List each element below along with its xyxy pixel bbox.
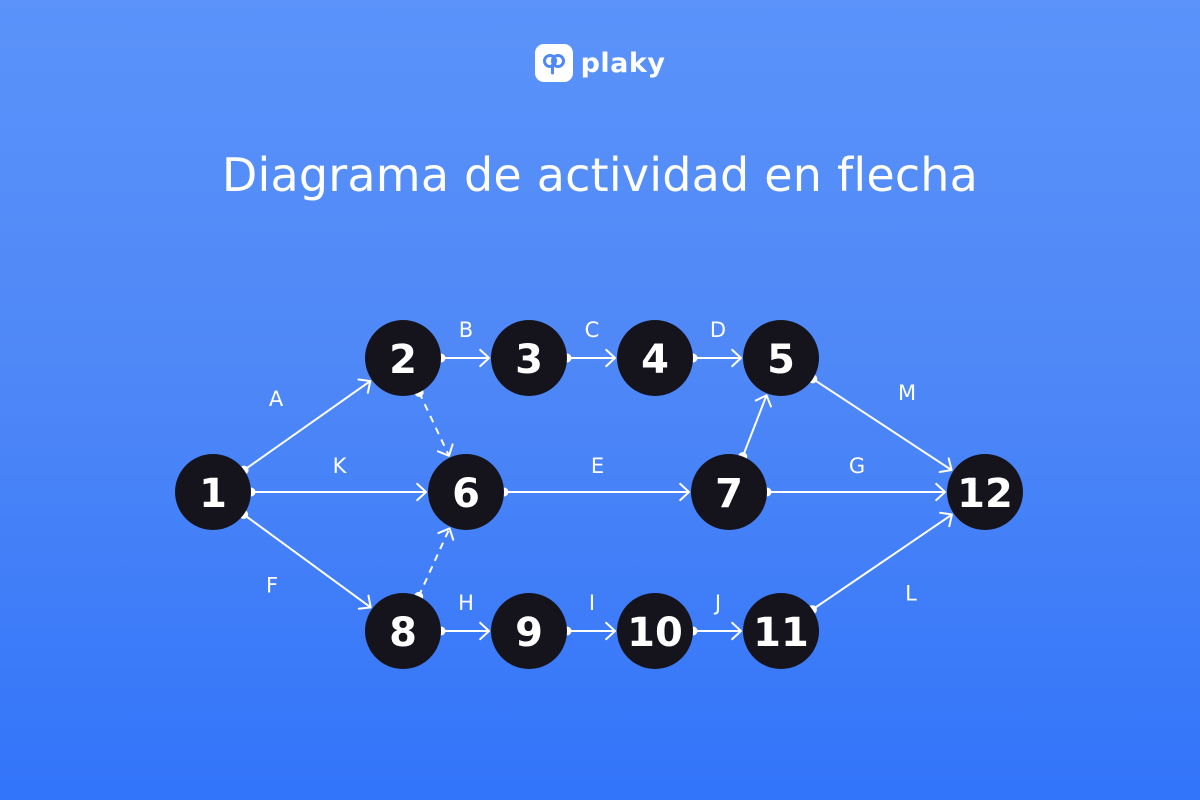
brand: plaky bbox=[0, 44, 1200, 82]
edge-5-12: M bbox=[808, 374, 953, 474]
edge-label: K bbox=[333, 454, 348, 478]
edge-8-6 bbox=[414, 527, 455, 601]
node-3: 3 bbox=[491, 320, 567, 396]
edge-label: F bbox=[266, 574, 278, 598]
page-title: Diagrama de actividad en flecha bbox=[221, 148, 979, 202]
edge-label: A bbox=[269, 387, 284, 411]
edge-label: H bbox=[458, 591, 474, 615]
edge-4-5: D bbox=[688, 318, 742, 368]
arrowhead-icon bbox=[935, 482, 946, 502]
arrowhead-icon bbox=[939, 511, 953, 528]
arrowhead-icon bbox=[938, 457, 953, 474]
node-label: 4 bbox=[641, 337, 669, 383]
arrowhead-icon bbox=[357, 594, 372, 610]
brand-name: plaky bbox=[580, 47, 666, 79]
node-label: 6 bbox=[452, 471, 480, 517]
node-1: 1 bbox=[175, 454, 251, 530]
edge-9-10: I bbox=[562, 591, 616, 641]
node-circle bbox=[691, 454, 767, 530]
node-label: 8 bbox=[389, 610, 417, 656]
edges-layer: A B C D K E G M F H I J L bbox=[239, 318, 953, 641]
node-12: 12 bbox=[947, 454, 1023, 530]
edge-line bbox=[243, 380, 371, 471]
node-2: 2 bbox=[365, 320, 441, 396]
arrowhead-icon bbox=[605, 348, 616, 368]
edge-2-6 bbox=[414, 387, 454, 457]
node-7: 7 bbox=[691, 454, 767, 530]
edge-8-9: H bbox=[436, 591, 490, 641]
node-circle bbox=[743, 593, 819, 669]
edge-line bbox=[243, 513, 372, 609]
edge-line bbox=[741, 394, 768, 457]
edge-11-12: L bbox=[807, 511, 953, 615]
node-circle bbox=[428, 454, 504, 530]
node-circle bbox=[617, 593, 693, 669]
edge-7-5 bbox=[738, 394, 772, 462]
edge-line bbox=[812, 378, 953, 471]
arrowhead-icon bbox=[357, 378, 372, 394]
node-label: 1 bbox=[199, 471, 227, 517]
edge-line bbox=[417, 528, 451, 597]
node-circle bbox=[743, 320, 819, 396]
node-11: 11 bbox=[743, 593, 819, 669]
edge-line bbox=[811, 513, 953, 611]
arrowhead-icon bbox=[679, 482, 690, 502]
edge-7-12: G bbox=[762, 454, 946, 502]
arrowhead-icon bbox=[437, 527, 455, 541]
node-label: 10 bbox=[627, 610, 683, 656]
edge-label: C bbox=[585, 318, 600, 342]
edge-10-11: J bbox=[688, 591, 742, 641]
edge-1-8: F bbox=[239, 509, 372, 610]
arrowhead-icon bbox=[436, 443, 454, 457]
edge-label: D bbox=[710, 318, 726, 342]
arrowhead-icon bbox=[754, 394, 772, 408]
arrowhead-icon bbox=[479, 348, 490, 368]
node-label: 9 bbox=[515, 610, 543, 656]
node-label: 12 bbox=[957, 471, 1013, 517]
node-label: 7 bbox=[715, 471, 743, 517]
edge-6-7: E bbox=[499, 454, 690, 502]
node-circle bbox=[947, 454, 1023, 530]
edge-label: B bbox=[459, 318, 473, 342]
edge-3-4: C bbox=[562, 318, 616, 368]
node-circle bbox=[175, 454, 251, 530]
node-8: 8 bbox=[365, 593, 441, 669]
edge-label: L bbox=[905, 582, 917, 606]
edge-label: I bbox=[589, 591, 595, 615]
arrowhead-icon bbox=[605, 621, 616, 641]
node-5: 5 bbox=[743, 320, 819, 396]
node-4: 4 bbox=[617, 320, 693, 396]
node-label: 11 bbox=[753, 610, 809, 656]
node-circle bbox=[365, 593, 441, 669]
arrowhead-icon bbox=[479, 621, 490, 641]
arrowhead-icon bbox=[731, 621, 742, 641]
node-10: 10 bbox=[617, 593, 693, 669]
edge-2-3: B bbox=[436, 318, 490, 368]
node-label: 5 bbox=[767, 337, 795, 383]
edge-label: E bbox=[591, 454, 604, 478]
edge-label: G bbox=[849, 454, 865, 478]
plaky-logo-icon bbox=[534, 44, 573, 82]
arrowhead-icon bbox=[416, 482, 427, 502]
node-6: 6 bbox=[428, 454, 504, 530]
edge-1-2: A bbox=[239, 378, 372, 475]
node-label: 3 bbox=[515, 337, 543, 383]
edge-label: M bbox=[898, 381, 916, 405]
node-circle bbox=[491, 593, 567, 669]
node-9: 9 bbox=[491, 593, 567, 669]
edge-1-6: K bbox=[246, 454, 427, 502]
node-circle bbox=[617, 320, 693, 396]
node-circle bbox=[365, 320, 441, 396]
node-circle bbox=[491, 320, 567, 396]
edge-label: J bbox=[713, 591, 721, 615]
arrowhead-icon bbox=[731, 348, 742, 368]
edge-line bbox=[418, 391, 450, 457]
node-label: 2 bbox=[389, 337, 417, 383]
